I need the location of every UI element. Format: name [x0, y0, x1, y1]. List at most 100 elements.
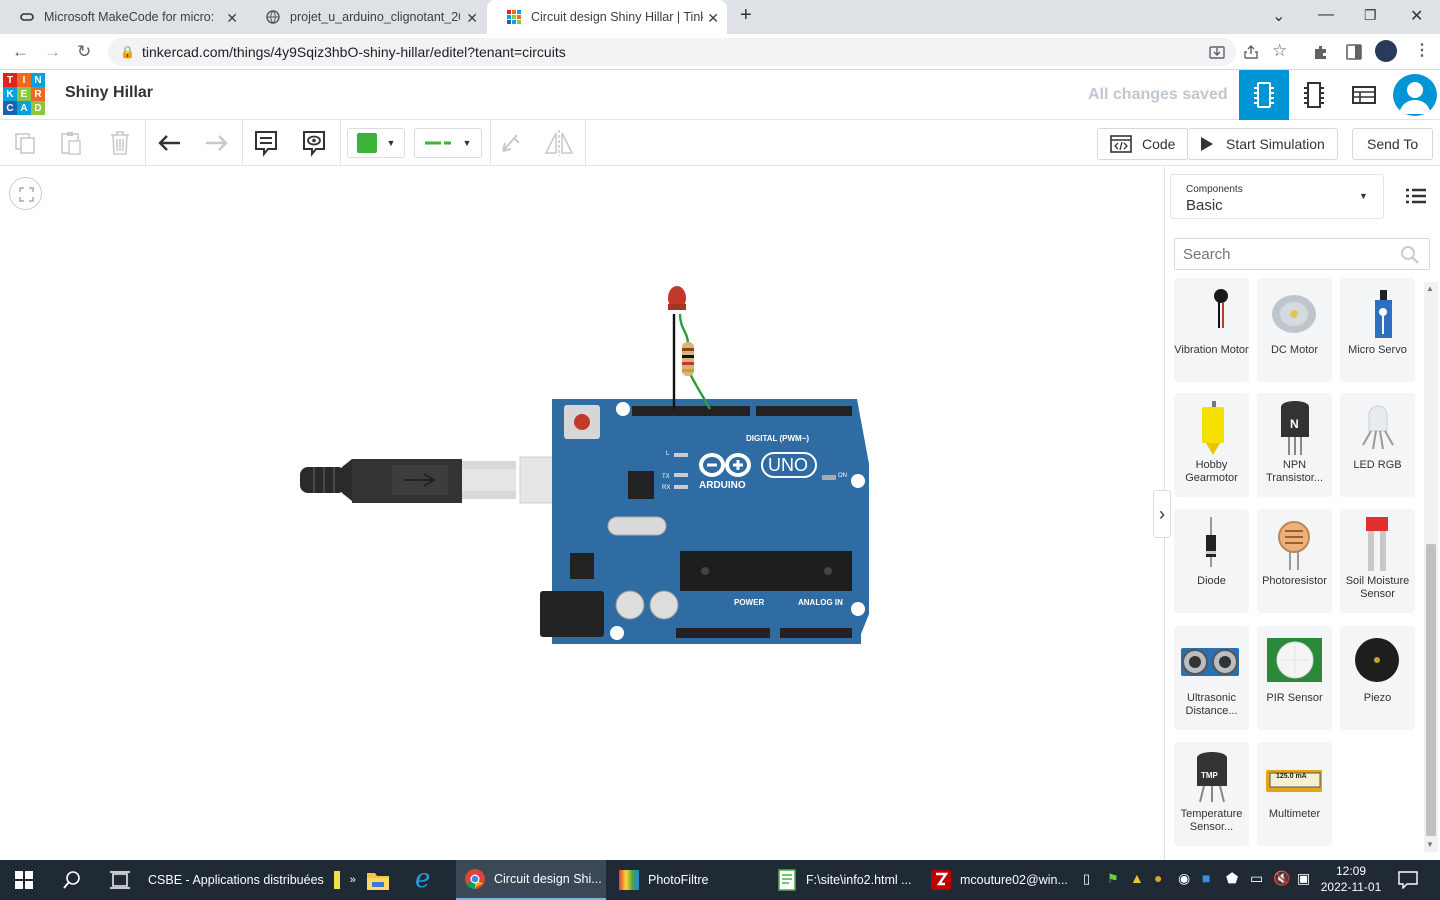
scrollbar-thumb[interactable]: [1426, 544, 1436, 836]
component-card-hobby-gearmotor[interactable]: Hobby Gearmotor: [1174, 393, 1249, 497]
zoom-to-fit-button[interactable]: [9, 177, 42, 210]
internet-explorer-icon[interactable]: e: [415, 864, 431, 894]
bookmark-star-icon[interactable]: ☆: [1272, 41, 1288, 60]
restore-icon[interactable]: ❐: [1364, 7, 1377, 23]
tab-makecode[interactable]: Microsoft MakeCode for micro:bit ✕: [0, 0, 246, 34]
windows-start-icon[interactable]: [15, 871, 33, 889]
taskbar-toolbar-csbe[interactable]: CSBE - Applications distribuées »: [140, 860, 360, 900]
new-tab-icon[interactable]: +: [740, 4, 752, 26]
notes-visibility-button[interactable]: [298, 128, 330, 158]
component-card-soil-moisture-sensor[interactable]: Soil Moisture Sensor: [1340, 509, 1415, 613]
tab-project[interactable]: projet_u_arduino_clignotant_2022 ✕: [246, 0, 486, 34]
close-icon[interactable]: ✕: [707, 10, 719, 26]
tab-search-chevron-icon[interactable]: ⌄: [1272, 8, 1286, 25]
file-explorer-icon[interactable]: [366, 869, 390, 891]
share-icon[interactable]: [1242, 44, 1260, 60]
copy-button[interactable]: [10, 128, 40, 158]
component-card-led-rgb[interactable]: LED RGB: [1340, 393, 1415, 497]
chrome-icon: [465, 869, 485, 890]
install-icon[interactable]: [1208, 44, 1226, 60]
taskbar-item-photofiltre[interactable]: PhotoFiltre: [610, 860, 760, 900]
usb-symbol-icon: [404, 473, 436, 487]
component-card-photoresistor[interactable]: Photoresistor: [1257, 509, 1332, 613]
send-to-button[interactable]: Send To: [1352, 128, 1434, 160]
delete-button[interactable]: [105, 128, 135, 158]
undo-button[interactable]: [154, 128, 186, 158]
scroll-down-icon[interactable]: ▼: [1426, 840, 1434, 849]
close-icon[interactable]: ✕: [226, 10, 238, 26]
more-menu-icon[interactable]: ⋮: [1414, 42, 1430, 59]
rotate-button[interactable]: [496, 128, 526, 158]
tab-circuit-design[interactable]: Circuit design Shiny Hillar | Tinkercad …: [487, 0, 727, 34]
user-avatar[interactable]: [1393, 74, 1437, 116]
notifications-icon[interactable]: [1398, 871, 1418, 889]
minimize-icon[interactable]: —: [1318, 6, 1334, 23]
flask-tray-icon[interactable]: ▲: [1130, 870, 1144, 886]
component-card-dc-motor[interactable]: DC Motor: [1257, 278, 1332, 382]
component-card-vibration-motor[interactable]: Vibration Motor: [1174, 278, 1249, 382]
cat-tray-icon[interactable]: ◉: [1178, 870, 1191, 886]
wire-type-picker[interactable]: ▼: [414, 128, 482, 158]
search-input[interactable]: [1174, 238, 1430, 270]
taskbar-item-editor[interactable]: F:\site\info2.html ...: [768, 860, 918, 900]
network-drive-tray-icon[interactable]: ■: [1202, 870, 1211, 886]
back-icon[interactable]: ←: [12, 42, 29, 61]
ime-tray-icon[interactable]: ▣: [1297, 870, 1311, 886]
app-tray-icon[interactable]: ●: [1154, 870, 1163, 886]
component-card-npn-transistor[interactable]: N NPN Transistor...: [1257, 393, 1332, 497]
panel-collapse-button[interactable]: ›: [1153, 490, 1171, 538]
search-icon[interactable]: [63, 871, 81, 889]
code-button[interactable]: Code: [1097, 128, 1189, 160]
taskbar-clock[interactable]: 12:09 2022-11-01: [1318, 863, 1384, 895]
usb-tray-icon[interactable]: ▯: [1083, 871, 1091, 886]
volume-muted-icon[interactable]: 🔇: [1273, 870, 1291, 886]
chip-icon: [1304, 82, 1324, 108]
task-view-icon[interactable]: [110, 871, 130, 889]
taskbar-item-filezilla[interactable]: mcouture02@win...: [922, 860, 1072, 900]
url-field[interactable]: 🔒 tinkercad.com/things/4y9Sqiz3hbO-shiny…: [108, 38, 1236, 66]
component-card-multimeter[interactable]: 125.0 mA Multimeter: [1257, 742, 1332, 846]
forward-icon[interactable]: →: [44, 42, 61, 61]
card-label: Vibration Motor: [1174, 344, 1249, 356]
side-panel-icon[interactable]: [1346, 44, 1362, 60]
windows-taskbar: CSBE - Applications distribuées » e Circ…: [0, 860, 1440, 900]
start-simulation-button[interactable]: Start Simulation: [1187, 128, 1338, 160]
flip-button[interactable]: [542, 128, 576, 158]
display-tray-icon[interactable]: ▭: [1250, 870, 1264, 886]
wire-color-picker[interactable]: ▼: [347, 128, 405, 158]
component-card-ultrasonic-sensor[interactable]: Ultrasonic Distance...: [1174, 626, 1249, 730]
circuit-view-button[interactable]: [1239, 70, 1289, 120]
toolbar-divider: [490, 120, 491, 166]
component-card-diode[interactable]: Diode: [1174, 509, 1249, 613]
scroll-up-icon[interactable]: ▲: [1426, 284, 1434, 293]
paste-button[interactable]: [56, 128, 86, 158]
redo-button[interactable]: [200, 128, 232, 158]
components-dropdown[interactable]: Components Basic ▼: [1170, 174, 1384, 219]
search-icon[interactable]: [1400, 245, 1420, 265]
component-card-temperature-sensor[interactable]: TMP Temperature Sensor...: [1174, 742, 1249, 846]
shield-tray-icon[interactable]: ⬟: [1226, 870, 1239, 886]
arduino-uno-board[interactable]: ARDUINO UNO DIGITAL (PWM~) POWER ANALOG …: [540, 395, 875, 650]
card-label: Piezo: [1363, 692, 1392, 704]
close-window-icon[interactable]: ✕: [1410, 8, 1424, 25]
close-icon[interactable]: ✕: [466, 10, 478, 26]
component-card-piezo[interactable]: Piezo: [1340, 626, 1415, 730]
extensions-icon[interactable]: [1312, 43, 1330, 61]
notes-button[interactable]: [250, 128, 282, 158]
tinkercad-icon: [507, 10, 521, 24]
component-card-micro-servo[interactable]: Micro Servo: [1340, 278, 1415, 382]
reload-icon[interactable]: ↻: [77, 42, 92, 61]
led-resistor-circuit[interactable]: [660, 284, 720, 414]
analog-pins-label: ANALOG IN: [798, 598, 843, 607]
taskbar-item-chrome[interactable]: Circuit design Shi...: [456, 860, 606, 900]
npn-marking: N: [1290, 417, 1299, 431]
schematic-view-button[interactable]: [1289, 70, 1339, 120]
profile-avatar[interactable]: [1375, 40, 1397, 62]
component-card-pir-sensor[interactable]: PIR Sensor: [1257, 626, 1332, 730]
component-list-view-button[interactable]: [1339, 70, 1389, 120]
ultrasonic-sensor-icon: [1180, 630, 1239, 688]
flag-tray-icon[interactable]: ⚑: [1107, 871, 1119, 886]
project-title[interactable]: Shiny Hillar: [65, 84, 154, 101]
list-view-icon[interactable]: [1405, 187, 1427, 205]
